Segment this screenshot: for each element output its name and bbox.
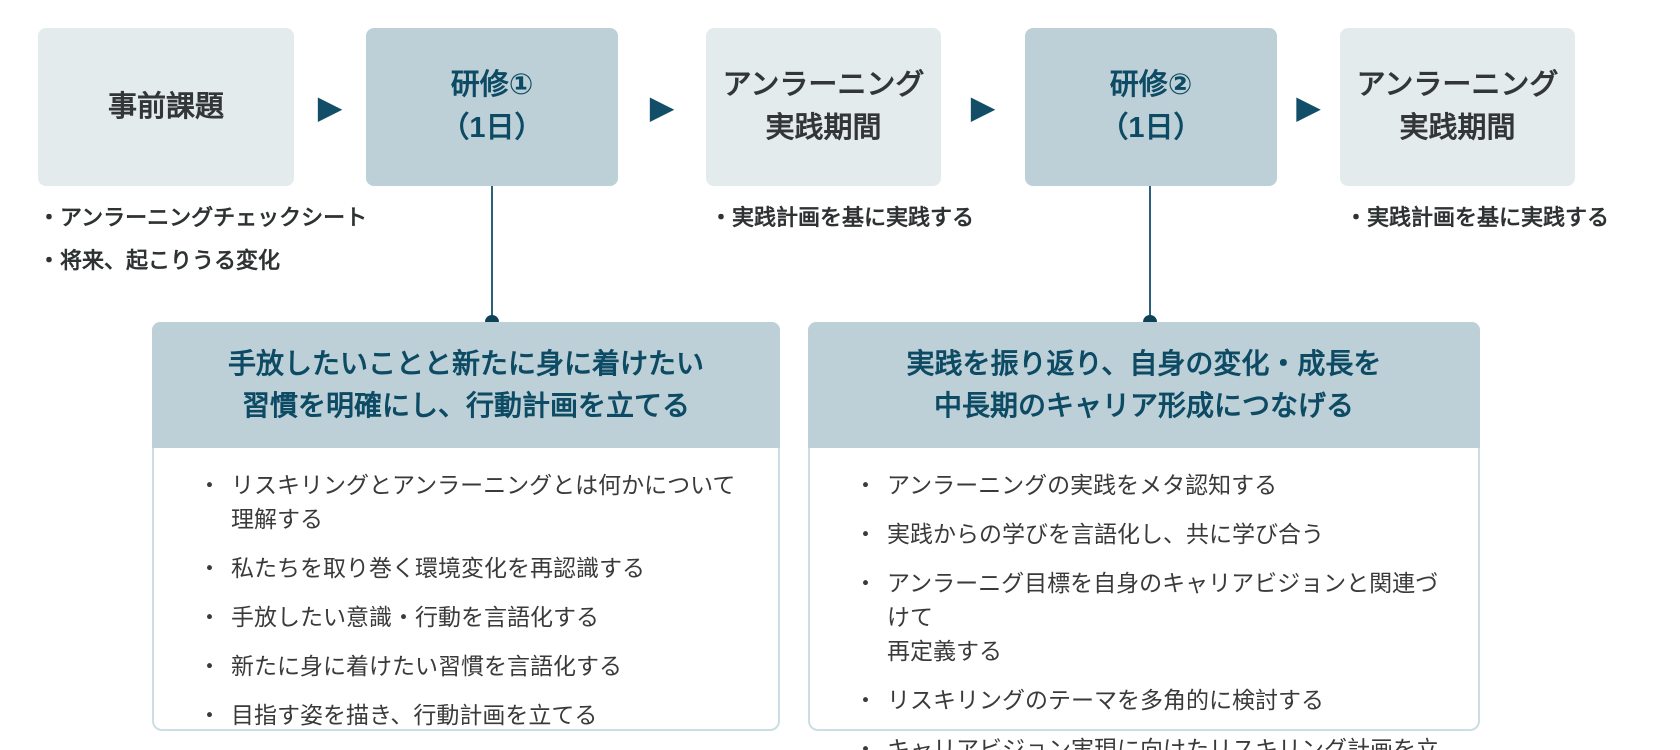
training-1-detail-card: 手放したいことと新たに身に着けたい 習慣を明確にし、行動計画を立てる ・ リスキ… (152, 322, 780, 731)
bullet-dot-icon: ・ (198, 555, 221, 581)
bullet-dot-icon: ・ (198, 472, 221, 498)
detail-bullet: ・ リスキリングとアンラーニングとは何かについて理解する (198, 468, 758, 536)
note-line: ・実践計画を基に実践する (710, 205, 975, 230)
detail-bullet: ・ リスキリングのテーマを多角的に検討する (854, 683, 1458, 717)
bullet-dot-icon: ・ (854, 736, 877, 750)
note-line: ・アンラーニングチェックシート (38, 205, 368, 230)
flow-step-label: 事前課題 (107, 90, 224, 123)
detail-card-body: ・ アンラーニングの実践をメタ認知する ・ 実践からの学びを言語化し、共に学び合… (808, 448, 1480, 750)
bullet-dot-icon: ・ (854, 687, 877, 713)
detail-card-header: 実践を振り返り、自身の変化・成長を 中長期のキャリア形成につなげる (808, 322, 1480, 448)
flow-step-label: 研修① （1日） (440, 69, 544, 144)
connector-line-2 (1149, 186, 1151, 322)
flow-step-practice-2: アンラーニング 実践期間 (1340, 28, 1575, 186)
detail-bullet: ・ アンラーニングの実践をメタ認知する (854, 468, 1458, 502)
detail-bullet: ・ 私たちを取り巻く環境変化を再認識する (198, 551, 758, 585)
detail-bullet: ・ 目指す姿を描き、行動計画を立てる (198, 698, 758, 732)
arrow-right-icon-4: ▶ (1296, 89, 1321, 125)
pre-assignment-notes: ・アンラーニングチェックシート ・将来、起こりうる変化 (38, 196, 367, 282)
arrow-right-icon-2: ▶ (649, 89, 675, 125)
bullet-dot-icon: ・ (854, 472, 877, 498)
bullet-dot-icon: ・ (198, 702, 221, 728)
flow-step-training-1: 研修① （1日） (366, 28, 618, 186)
practice-2-note: ・実践計画を基に実践する (1345, 196, 1609, 239)
flow-step-label: アンラーニング 実践期間 (722, 69, 925, 144)
detail-bullet: ・ 実践からの学びを言語化し、共に学び合う (854, 517, 1458, 551)
detail-bullet: ・ キャリアビジョン実現に向けたリスキリング計画を立てる (854, 732, 1458, 750)
connector-line-1 (491, 186, 493, 322)
flow-step-pre-assignment: 事前課題 (38, 28, 294, 186)
bullet-dot-icon: ・ (854, 521, 877, 547)
flow-step-label: 研修② （1日） (1099, 69, 1203, 144)
detail-card-header: 手放したいことと新たに身に着けたい 習慣を明確にし、行動計画を立てる (152, 322, 780, 448)
flow-step-practice-1: アンラーニング 実践期間 (706, 28, 941, 186)
detail-bullet: ・ アンラーニグ目標を自身のキャリアビジョンと関連づけて 再定義する (854, 566, 1458, 668)
detail-bullet: ・ 新たに身に着けたい習慣を言語化する (198, 649, 758, 683)
detail-card-title: 手放したいことと新たに身に着けたい 習慣を明確にし、行動計画を立てる (227, 348, 704, 421)
bullet-dot-icon: ・ (198, 604, 221, 630)
flow-step-training-2: 研修② （1日） (1025, 28, 1277, 186)
arrow-right-icon-3: ▶ (970, 89, 996, 125)
bullet-dot-icon: ・ (854, 570, 877, 596)
detail-card-title: 実践を振り返り、自身の変化・成長を 中長期のキャリア形成につなげる (906, 348, 1382, 421)
bullet-dot-icon: ・ (198, 653, 221, 679)
flow-step-label: アンラーニング 実践期間 (1356, 69, 1559, 144)
training-2-detail-card: 実践を振り返り、自身の変化・成長を 中長期のキャリア形成につなげる ・ アンラー… (808, 322, 1480, 750)
note-line: ・将来、起こりうる変化 (38, 248, 281, 273)
note-line: ・実践計画を基に実践する (1345, 205, 1610, 230)
detail-card-body: ・ リスキリングとアンラーニングとは何かについて理解する ・ 私たちを取り巻く環… (152, 448, 780, 731)
detail-bullet: ・ 手放したい意識・行動を言語化する (198, 600, 758, 634)
practice-1-note: ・実践計画を基に実践する (710, 196, 974, 239)
arrow-right-icon-1: ▶ (317, 89, 343, 125)
